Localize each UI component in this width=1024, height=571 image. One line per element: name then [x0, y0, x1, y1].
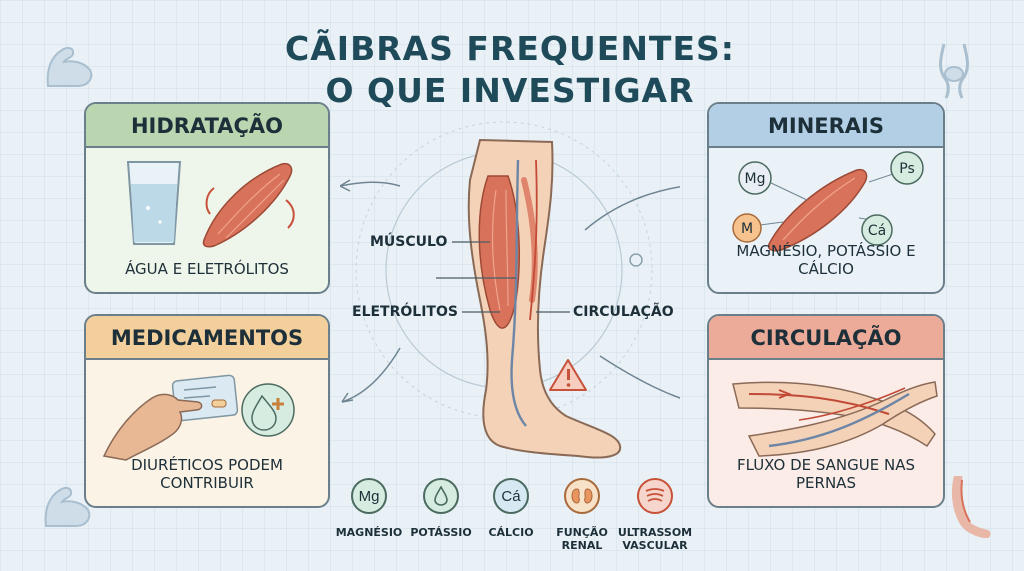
svg-text:M: M	[741, 221, 753, 237]
card-caption: MAGNÉSIO, POTÁSSIO E CÁLCIO	[736, 242, 916, 278]
legs-blood-flow-icon	[732, 381, 938, 457]
svg-text:Mg: Mg	[745, 171, 766, 187]
label-eletrolitos: ELETRÓLITOS	[352, 304, 458, 320]
knee-joint-icon	[939, 43, 969, 99]
hand-holding-pill-pack-icon	[102, 374, 239, 461]
potassium-bubble: Ps	[890, 151, 924, 185]
card-caption: FLUXO DE SANGUE NAS PERNAS	[736, 456, 916, 492]
card-title: MINERAIS	[709, 104, 943, 148]
leg-vein	[510, 159, 527, 427]
card-title: MEDICAMENTOS	[86, 316, 328, 360]
arm-muscle-icon	[46, 46, 93, 87]
arm-muscle-icon-bottom	[44, 486, 91, 527]
label-musculo: MÚSCULO	[370, 234, 448, 250]
leg-vein-icon	[951, 476, 991, 538]
title-line-1: CÃIBRAS FREQUENTES:	[285, 29, 735, 68]
title-line-2: O QUE INVESTIGAR	[325, 71, 695, 110]
card-medicamentos: MEDICAMENTOS DIURÉTICOS PODEM CONTRIBUIR	[84, 314, 330, 508]
card-title: CIRCULAÇÃO	[709, 316, 943, 360]
svg-text:Ps: Ps	[899, 161, 915, 177]
card-caption: ÁGUA E ELETRÓLITOS	[125, 260, 289, 278]
calcium-icon: Cá	[493, 478, 529, 514]
kidney-icon	[564, 478, 600, 514]
page-title: CÃIBRAS FREQUENTES: O QUE INVESTIGAR	[250, 28, 770, 112]
svg-text:Cá: Cá	[868, 223, 886, 239]
calcium-bubble: Cá	[861, 214, 893, 246]
card-minerais: MINERAIS Mg Ps M C	[707, 102, 945, 294]
card-hidratacao: HIDRATAÇÃO ÁGUA E ELETRÓLITOS	[84, 102, 330, 294]
water-drop-icon	[423, 478, 459, 514]
diuretic-drop-icon	[241, 383, 295, 437]
label-circulacao: CIRCULAÇÃO	[573, 304, 674, 320]
card-circulacao: CIRCULAÇÃO FLUXO DE SANGUE NAS PERNAS	[707, 314, 945, 508]
bottom-icon-calcio: Cá CÁLCIO	[466, 478, 556, 539]
bottom-icon-potassio: POTÁSSIO	[396, 478, 486, 539]
warning-triangle-icon	[549, 359, 587, 391]
leg-illustration	[340, 121, 680, 459]
card-caption: DIURÉTICOS PODEM CONTRIBUIR	[131, 456, 283, 492]
card-title: HIDRATAÇÃO	[86, 104, 328, 148]
water-glass-icon	[126, 161, 182, 245]
muscle-icon	[767, 168, 868, 252]
magnesium-icon: Mg	[351, 478, 387, 514]
ultrasound-icon	[637, 478, 673, 514]
bottom-icon-magnesio: Mg MAGNÉSIO	[324, 478, 414, 539]
mineral-m-bubble: M	[732, 213, 762, 243]
magnesium-bubble: Mg	[738, 161, 772, 195]
muscle-icon	[202, 162, 295, 248]
